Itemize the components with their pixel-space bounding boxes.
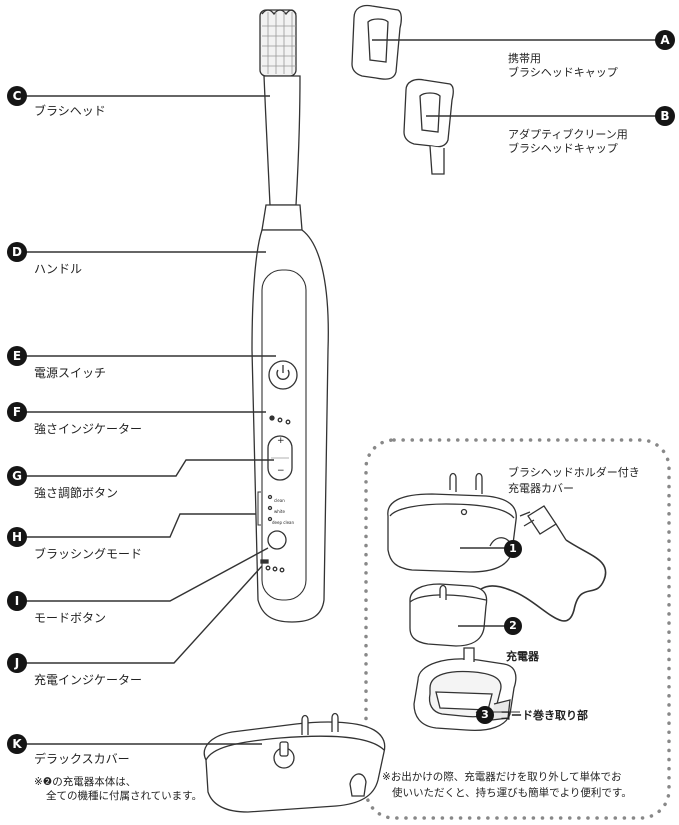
label-mode-button: モードボタン — [34, 611, 107, 625]
charger-cover — [387, 472, 517, 573]
k-note-line1: ※❷の充電器本体は、 — [34, 776, 137, 788]
label-brushing-mode: ブラッシングモード — [34, 547, 143, 561]
badge-j: J — [7, 653, 27, 673]
label-deluxe-cover: デラックスカバー — [34, 752, 130, 766]
badge-b: B — [655, 106, 675, 126]
label-power-switch: 電源スイッチ — [34, 366, 107, 380]
number-3: 3 — [476, 706, 494, 724]
label-charge-indicator: 充電インジケーター — [34, 673, 143, 687]
minus-sign: − — [277, 466, 285, 476]
number-2: 2 — [504, 617, 522, 635]
badge-h: H — [7, 527, 27, 547]
mode-deep-clean: deep clean — [272, 520, 295, 525]
badge-a: A — [655, 30, 675, 50]
charger-note-line2: 使いいただくと、持ち運びも簡単でより便利です。 — [392, 787, 632, 799]
charger-note-line1: ※お出かけの際、充電器だけを取り外して単体でお — [382, 771, 622, 783]
charger-base — [409, 583, 488, 647]
adaptive-clean-cap — [403, 78, 454, 175]
badge-k: K — [7, 734, 27, 754]
label-cord-winder: コード巻き取り部 — [500, 709, 588, 722]
label-intensity-indicator: 強さインジケーター — [34, 422, 143, 436]
label-travel-cap-1: 携帯用 — [508, 52, 541, 65]
label-brush-head: ブラシヘッド — [34, 104, 106, 118]
power-plug — [469, 505, 607, 622]
toothbrush — [251, 9, 329, 623]
plus-sign: + — [277, 436, 285, 446]
mode-white: white — [274, 509, 285, 514]
leader-lines — [22, 39, 664, 745]
k-note-line2: 全ての機種に付属されています。 — [46, 790, 203, 802]
label-adaptive-cap-1: アダプティブクリーン用 — [508, 128, 628, 141]
travel-cap — [351, 4, 402, 80]
badge-f: F — [7, 402, 27, 422]
label-travel-cap-2: ブラシヘッドキャップ — [508, 66, 618, 79]
deluxe-cover — [203, 712, 386, 813]
badge-i: I — [7, 591, 27, 611]
label-charger-cover-1: ブラシヘッドホルダー付き — [508, 466, 640, 479]
badge-c: C — [7, 86, 27, 106]
bristles — [259, 9, 297, 77]
label-adaptive-cap-2: ブラシヘッドキャップ — [508, 142, 618, 155]
charger-group-frame — [364, 438, 671, 820]
label-charger-cover-2: 充電器カバー — [508, 482, 574, 495]
number-1: 1 — [504, 540, 522, 558]
label-charger: 充電器 — [506, 650, 539, 663]
badge-g: G — [7, 466, 27, 486]
mode-clean: clean — [274, 498, 285, 503]
badge-d: D — [7, 242, 27, 262]
label-handle: ハンドル — [34, 262, 83, 276]
badge-e: E — [7, 346, 27, 366]
label-intensity-button: 強さ調節ボタン — [34, 486, 119, 500]
